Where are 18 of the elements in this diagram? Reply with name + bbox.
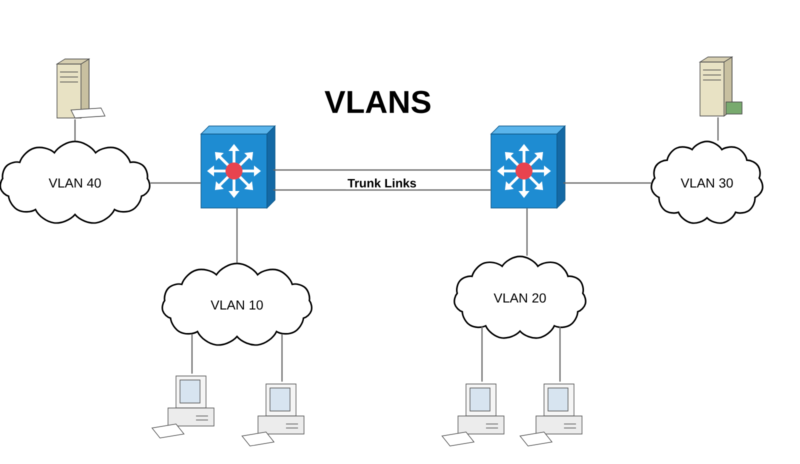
connector-line: [526, 208, 528, 256]
cloud: VLAN 20: [454, 256, 586, 339]
connector-line: [559, 326, 561, 382]
cloud: VLAN 10: [162, 262, 312, 346]
connector-line: [74, 119, 76, 141]
connector-line: [273, 169, 491, 171]
cloud: VLAN 40: [0, 140, 150, 224]
connector-line: [236, 208, 238, 263]
cloud: VLAN 30: [650, 140, 764, 224]
connector-line: [273, 189, 491, 191]
connector-line: [481, 326, 483, 382]
connector-line: [717, 117, 719, 141]
title: VLANS: [324, 90, 430, 114]
connector-line: [563, 182, 651, 184]
connector-line: [281, 334, 283, 382]
connector-line: [150, 182, 201, 184]
connector-line: [191, 334, 193, 374]
edge-label: Trunk Links: [346, 176, 418, 190]
